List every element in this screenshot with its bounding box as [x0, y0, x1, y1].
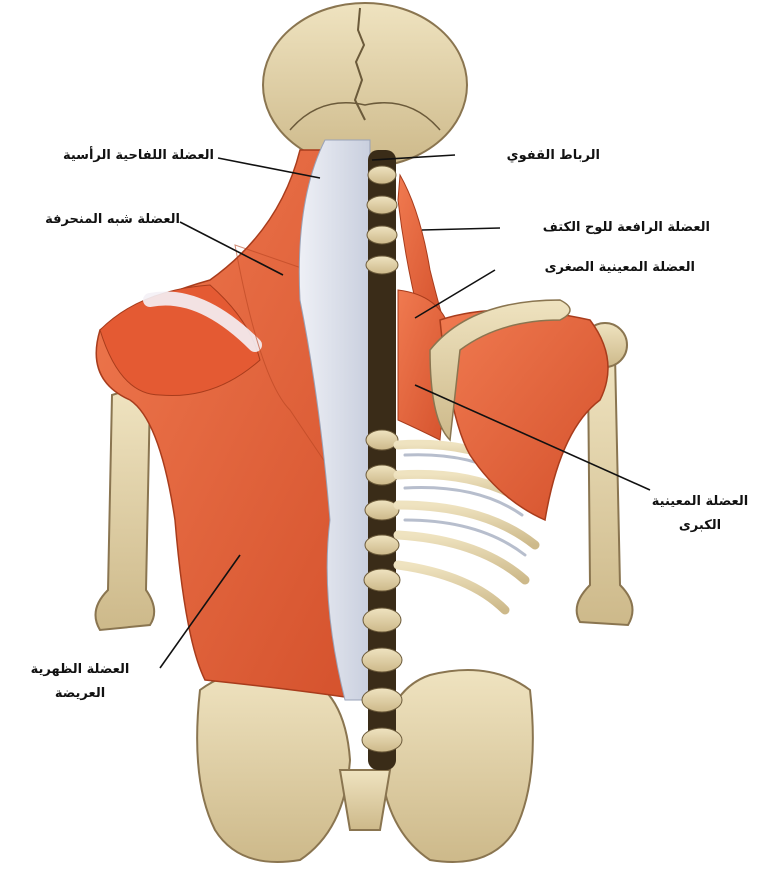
- label-trapezius: العضلة شبه المنحرفة: [10, 210, 180, 230]
- label-nuchal-ligament: الرباط القفوي: [460, 146, 600, 166]
- label-rhomboid-minor: العضلة المعينية الصغرى: [495, 258, 695, 278]
- label-latissimus-line2: العريضة: [5, 684, 155, 704]
- label-rhomboid-major-line1: العضلة المعينية: [640, 492, 760, 512]
- label-splenius-capitis: العضلة اللفاحية الرأسية: [22, 146, 214, 166]
- label-rhomboid-major-line2: الكبرى: [640, 516, 760, 536]
- spine: [362, 150, 402, 770]
- left-humerus: [96, 390, 155, 630]
- leader-levator: [422, 228, 500, 230]
- label-levator-scapulae: العضلة الرافعة للوح الكتف: [500, 218, 710, 238]
- label-latissimus-line1: العضلة الظهرية: [5, 660, 155, 680]
